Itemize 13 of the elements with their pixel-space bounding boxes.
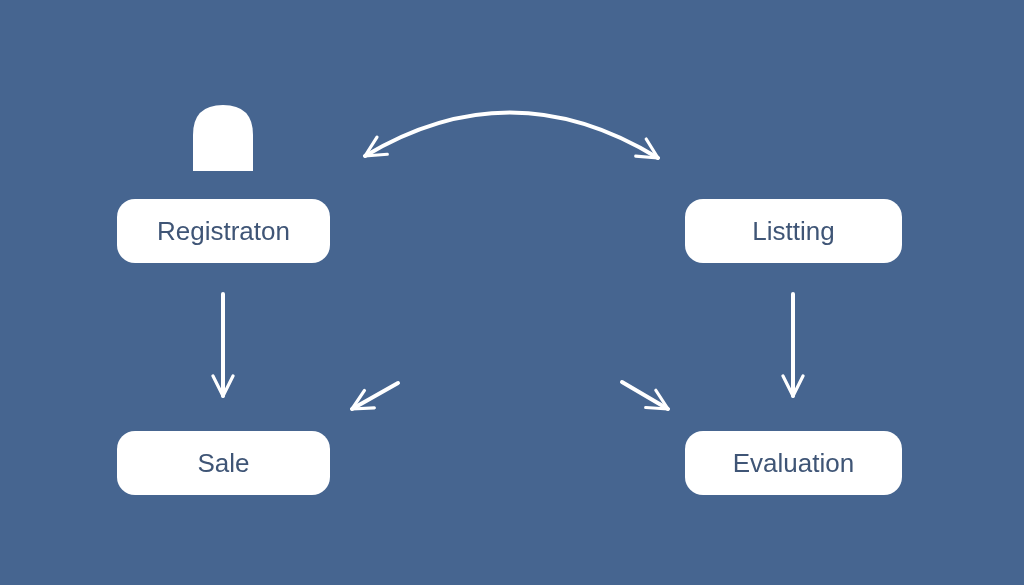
process-box [685,199,902,263]
process-box [685,431,902,495]
arrow [620,380,670,411]
node-label: Evaluation [732,447,855,479]
node-label: Listting [752,215,835,247]
process-box [117,199,330,263]
node-label: Registraton [157,215,290,247]
node-label: Sale [197,447,250,479]
arrow [363,110,660,160]
arrow [781,292,805,398]
arrow [211,292,235,398]
process-box [117,431,330,495]
arrow [350,381,400,411]
